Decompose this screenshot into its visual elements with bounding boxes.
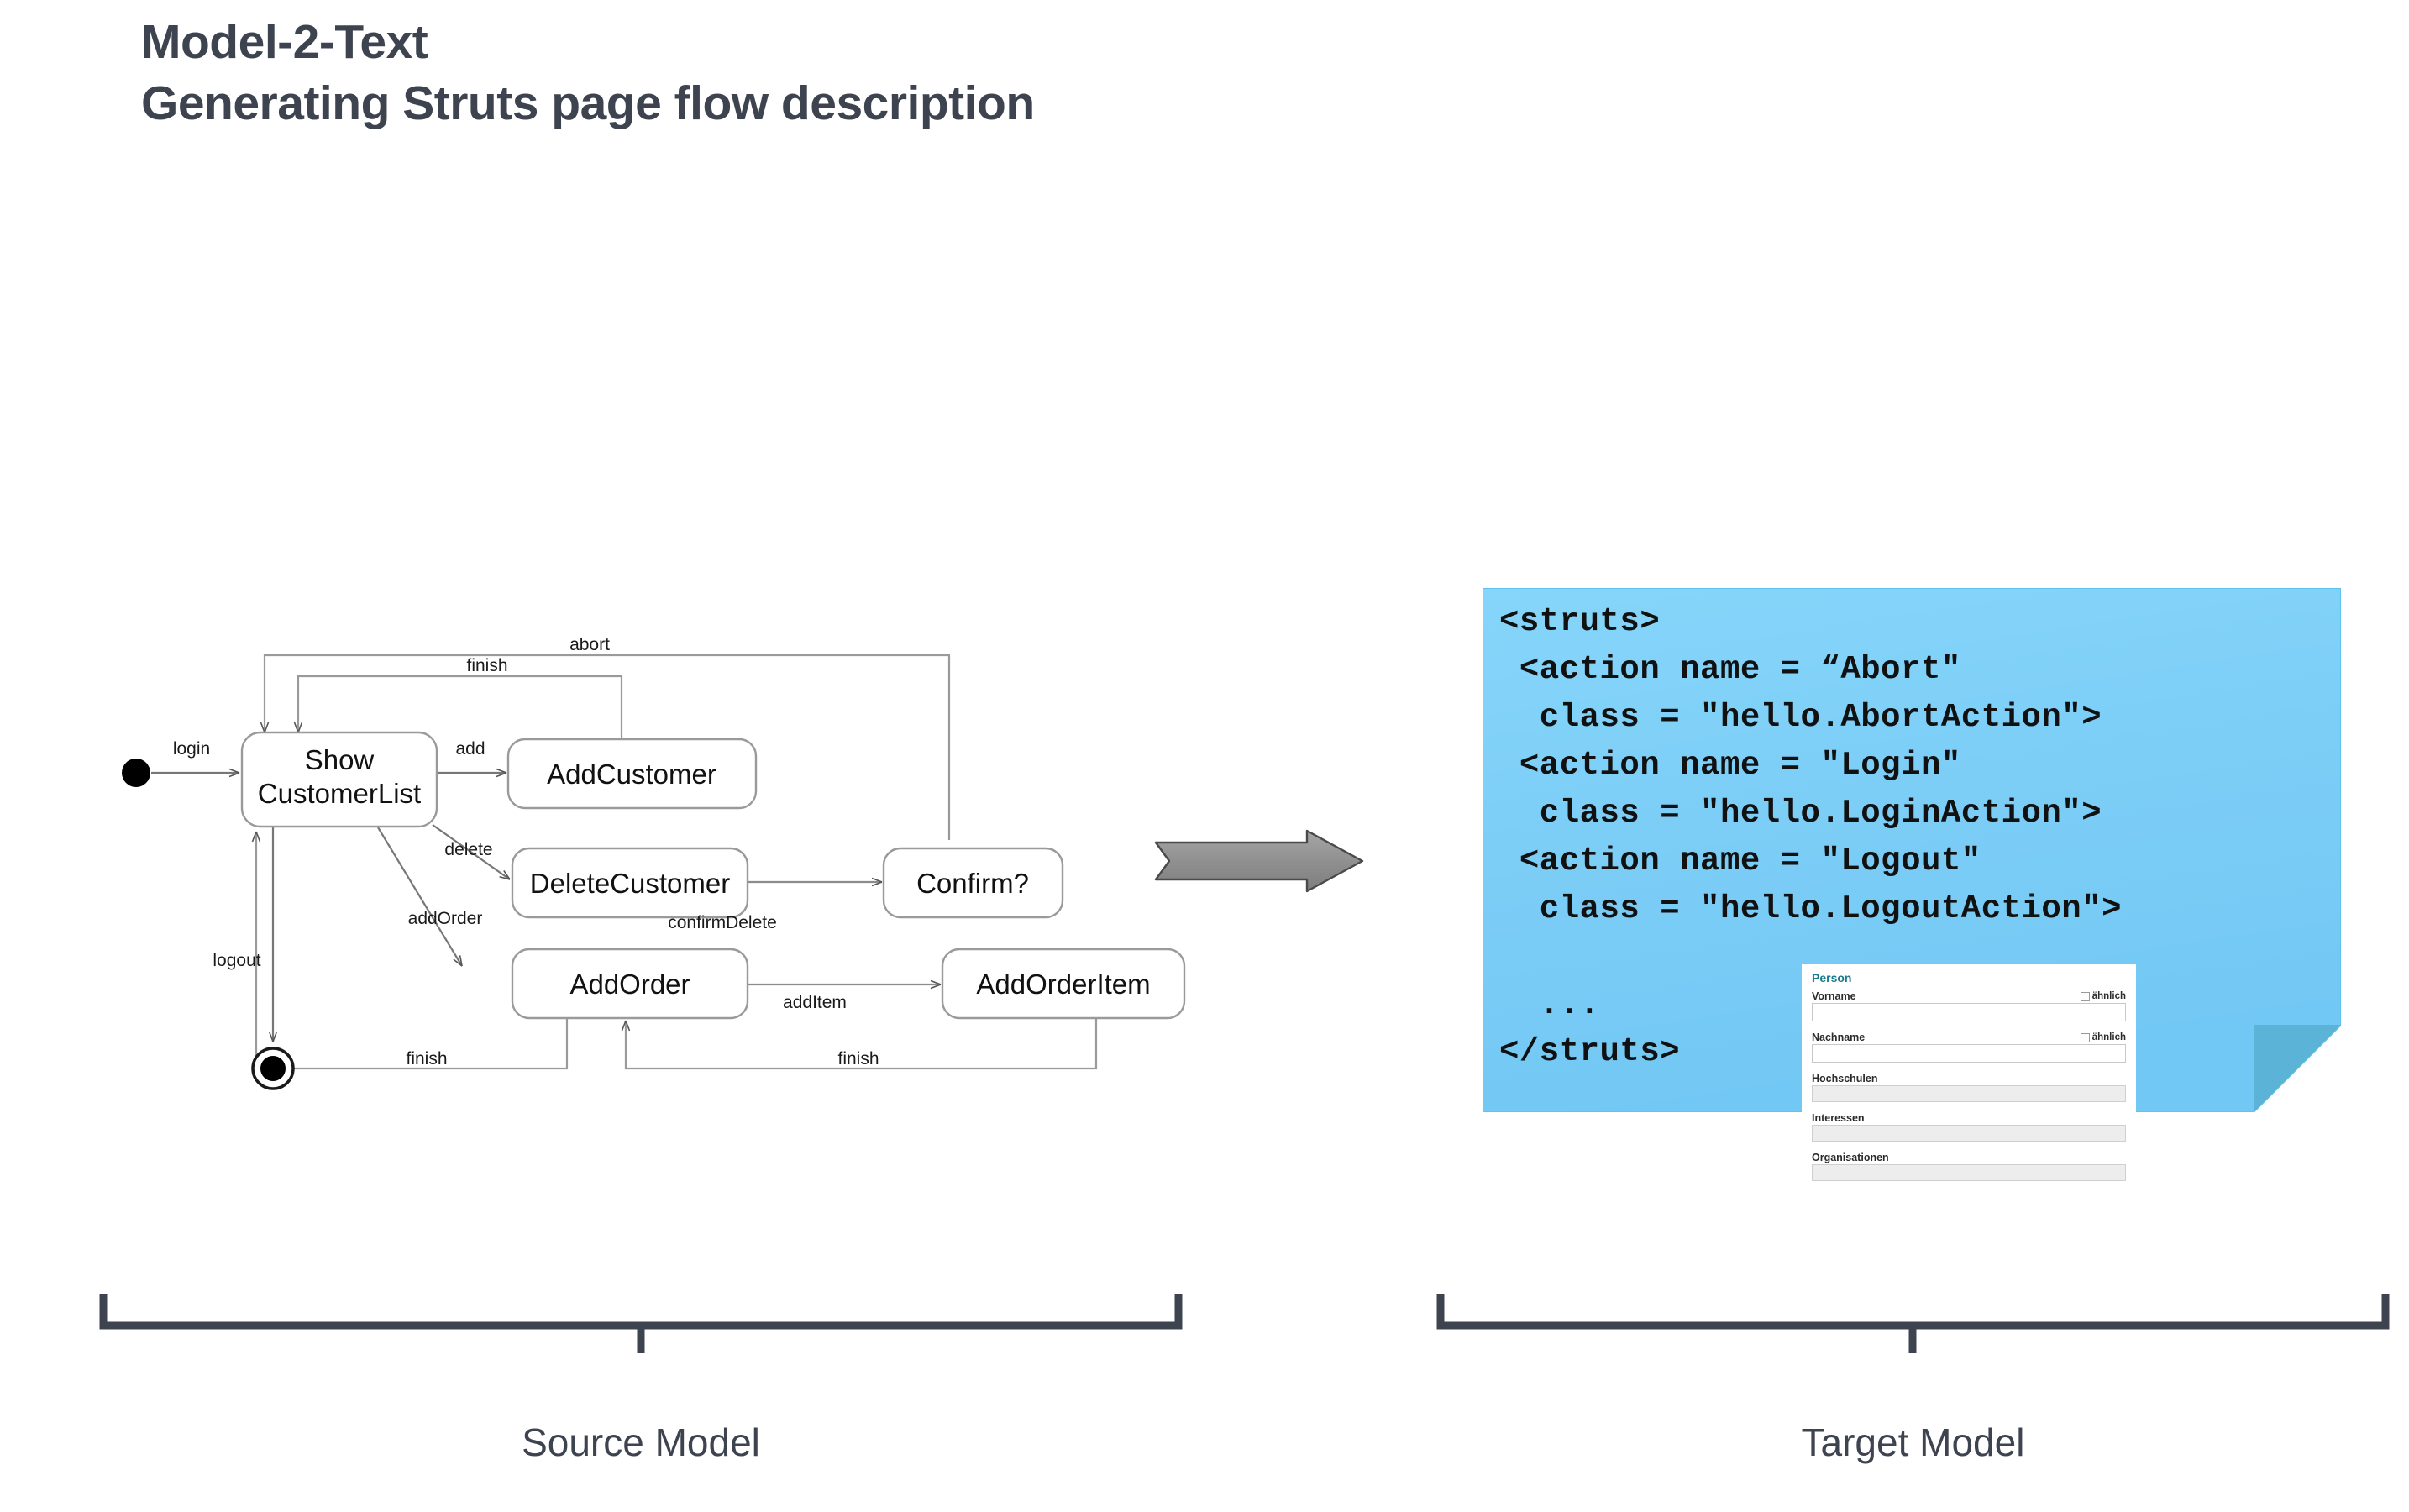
state-box-confirm[interactable]: Confirm? (882, 847, 1064, 919)
person-form-preview: Person Vorname ähnlich Nachname ähnlich … (1802, 964, 2136, 1235)
input-interessen[interactable] (1812, 1125, 2126, 1142)
state-label-confirm: Confirm? (916, 868, 1029, 899)
page-title-line-2: Generating Struts page flow description (141, 76, 1035, 130)
state-label-customerlist: CustomerList (258, 778, 421, 809)
field-label-organisationen: Organisationen (1812, 1152, 1889, 1163)
transition-label-login: login (173, 739, 210, 759)
form-field-row-vorname: Vorname ähnlich (1812, 990, 2126, 1002)
transition-label-finish-addorderitem: finish (837, 1049, 879, 1068)
initial-state-node (122, 759, 150, 787)
transition-label-addorder: addOrder (408, 909, 483, 928)
form-field-row-hochschulen: Hochschulen (1812, 1073, 2126, 1084)
field-label-nachname: Nachname (1812, 1032, 1866, 1043)
input-hochschulen[interactable] (1812, 1085, 2126, 1102)
state-box-add-order[interactable]: AddOrder (511, 948, 749, 1020)
transform-arrow (1151, 827, 1369, 895)
input-organisationen[interactable] (1812, 1164, 2126, 1181)
similar-label-vorname: ähnlich (2091, 991, 2126, 1001)
transition-label-add: add (455, 739, 485, 759)
state-label-add-order: AddOrder (569, 969, 690, 1000)
transition-label-finish-addcustomer: finish (466, 656, 507, 675)
source-model-bracket (99, 1289, 1183, 1357)
field-label-interessen: Interessen (1812, 1112, 1865, 1124)
form-field-row-interessen: Interessen (1812, 1112, 2126, 1124)
field-label-hochschulen: Hochschulen (1812, 1073, 1878, 1084)
page-title-line-1: Model-2-Text (141, 15, 428, 69)
similar-checkbox-nachname[interactable] (2080, 1032, 2090, 1042)
page-title: Model-2-Text Generating Struts page flow… (141, 18, 1035, 128)
form-field-row-organisationen: Organisationen (1812, 1152, 2126, 1163)
form-title: Person (1812, 971, 1852, 984)
source-model-state-diagram: Show CustomerList AddCustomer DeleteCust… (101, 638, 1218, 1126)
state-box-add-order-item[interactable]: AddOrderItem (941, 948, 1186, 1020)
struts-code-block: <struts> <action name = “Abort" class = … (1499, 603, 2123, 1071)
field-label-vorname: Vorname (1812, 990, 1856, 1002)
form-field-row-nachname: Nachname ähnlich (1812, 1032, 2126, 1043)
state-label-show: Show (305, 744, 375, 775)
state-label-delete-customer: DeleteCustomer (530, 868, 730, 899)
transition-label-delete: delete (444, 840, 492, 859)
input-nachname[interactable] (1812, 1044, 2126, 1063)
target-model-bracket (1436, 1289, 2390, 1357)
state-box-show-customer-list[interactable]: Show CustomerList (240, 731, 438, 828)
state-box-delete-customer[interactable]: DeleteCustomer (511, 847, 749, 919)
input-vorname[interactable] (1812, 1003, 2126, 1021)
transition-label-finish-addorder: finish (406, 1049, 447, 1068)
state-label-add-customer: AddCustomer (547, 759, 716, 790)
target-model-caption: Target Model (1801, 1420, 2025, 1464)
source-model-caption: Source Model (522, 1420, 760, 1464)
transition-label-confirmdelete: confirmDelete (668, 913, 777, 932)
state-label-add-order-item: AddOrderItem (976, 969, 1150, 1000)
state-box-add-customer[interactable]: AddCustomer (506, 738, 758, 810)
final-state-node (251, 1047, 295, 1090)
transition-label-abort: abort (569, 638, 610, 654)
transition-label-additem: addItem (783, 993, 847, 1012)
similar-checkbox-vorname[interactable] (2080, 991, 2090, 1001)
transition-label-logout: logout (213, 951, 260, 970)
similar-label-nachname: ähnlich (2091, 1032, 2126, 1042)
